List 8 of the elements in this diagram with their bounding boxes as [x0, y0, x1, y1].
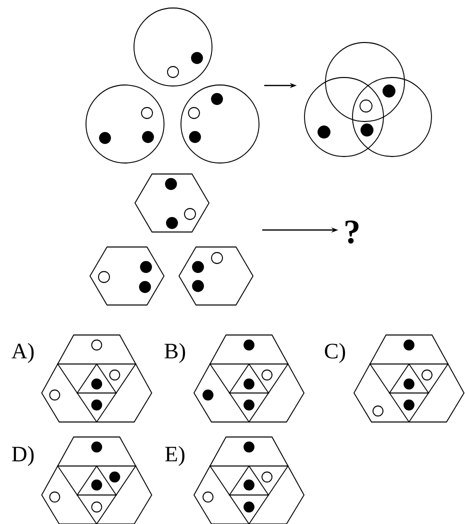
- option-label: A): [12, 343, 34, 363]
- option-label: B): [164, 343, 186, 363]
- question-mark: ?: [346, 220, 358, 244]
- option-label: E): [165, 446, 184, 466]
- option-label: D): [12, 446, 34, 466]
- option-label: C): [324, 343, 346, 363]
- overlapping-circles-drawing: [304, 42, 432, 157]
- circles-drawing: [86, 8, 260, 164]
